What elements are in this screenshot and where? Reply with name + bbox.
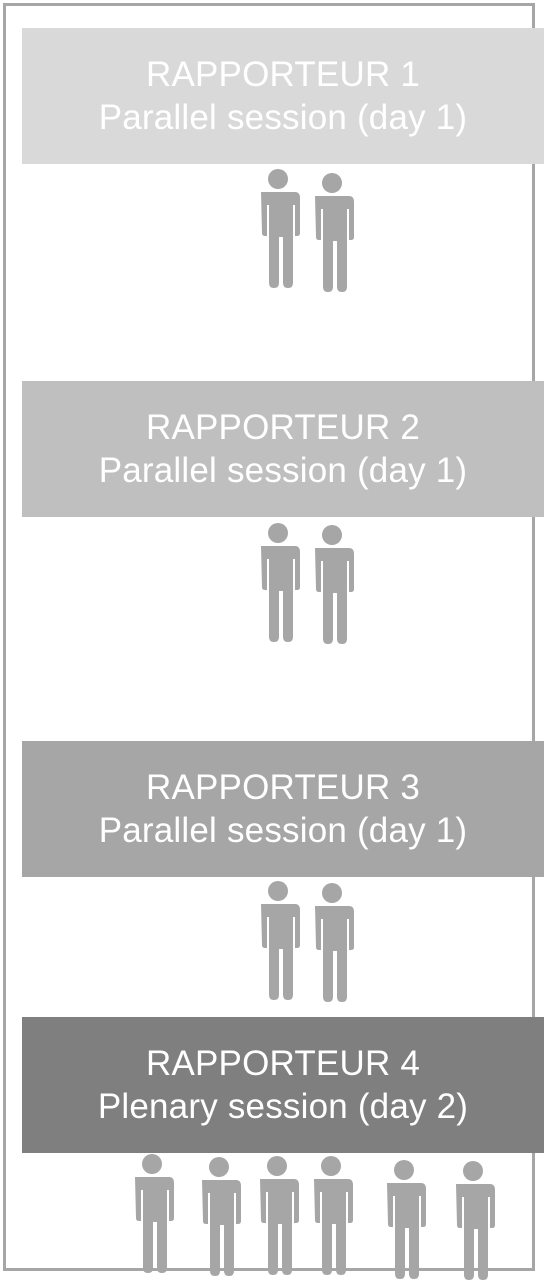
rapporteur-4-header: RAPPORTEUR 4 Plenary session (day 2) — [22, 1017, 544, 1153]
rapporteur-3-session: Parallel session (day 1) — [98, 811, 468, 850]
person-icon — [261, 881, 300, 1000]
person-icon — [261, 523, 300, 642]
person-icon — [456, 1161, 495, 1280]
person-icon — [314, 1156, 353, 1275]
person-icon — [315, 883, 354, 1002]
rapporteur-2-header: RAPPORTEUR 2 Parallel session (day 1) — [22, 381, 544, 517]
rapporteur-1-title: RAPPORTEUR 1 — [145, 54, 421, 94]
rapporteur-4-session: Plenary session (day 2) — [97, 1087, 469, 1126]
rapporteur-4-title: RAPPORTEUR 4 — [145, 1043, 421, 1083]
person-icon — [202, 1157, 241, 1276]
person-icon — [135, 1154, 174, 1273]
rapporteur-3-title: RAPPORTEUR 3 — [145, 767, 421, 807]
rapporteur-2-title: RAPPORTEUR 2 — [145, 407, 421, 447]
rapporteur-3-header: RAPPORTEUR 3 Parallel session (day 1) — [22, 741, 544, 877]
person-icon — [315, 173, 354, 292]
rapporteur-2-session: Parallel session (day 1) — [98, 451, 468, 490]
person-icon — [261, 169, 300, 288]
person-icon — [387, 1160, 426, 1279]
rapporteur-1-header: RAPPORTEUR 1 Parallel session (day 1) — [22, 28, 544, 164]
rapporteur-1-session: Parallel session (day 1) — [98, 98, 468, 137]
person-icon — [260, 1156, 299, 1275]
person-icon — [315, 525, 354, 644]
